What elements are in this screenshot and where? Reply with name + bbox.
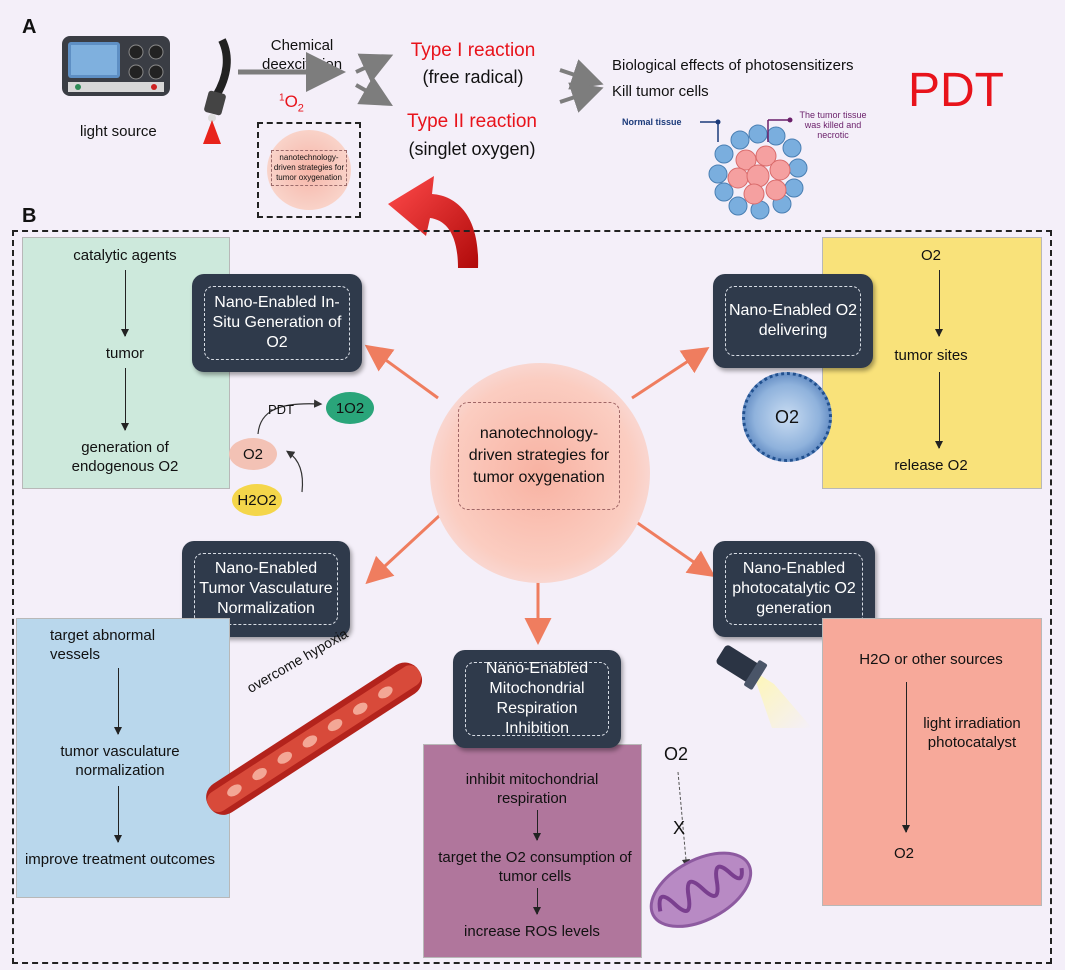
insitu-step3: generation of endogenous O2 [71, 439, 179, 475]
photo-card-label: Nano-Enabled photocatalytic O2 generatio… [725, 553, 863, 625]
bubble-o2: O2 [229, 438, 277, 470]
delivery-arrow1 [935, 270, 943, 337]
insitu-step2: tumor [105, 345, 145, 362]
pdt-label: PDT [908, 64, 1004, 117]
mito-block-mark: X [673, 818, 686, 838]
bubble-singlet-o2: 1O2 [326, 392, 374, 424]
light-source-label: light source [80, 123, 157, 140]
panel-a-arrows [238, 52, 604, 113]
inset-text: nanotechnology-driven strategies for tum… [271, 150, 347, 186]
insitu-cycle-arrows [257, 399, 323, 493]
photo-box [822, 618, 1042, 906]
vasculature-card-label: Nano-Enabled Tumor Vasculature Normaliza… [194, 553, 338, 625]
panel-b-label: B [22, 205, 37, 227]
vasculature-arrow1 [114, 668, 122, 735]
insitu-arrow1 [121, 270, 129, 337]
laser-device-icon [62, 36, 170, 96]
kill-tumor-label: Kill tumor cells [612, 83, 709, 100]
vasculature-step3: improve treatment outcomes [24, 851, 216, 868]
insitu-arrow2 [121, 368, 129, 431]
red-curved-arrow-icon [388, 176, 479, 268]
mito-box [423, 744, 642, 958]
delivery-card[interactable]: Nano-Enabled O2 delivering [713, 274, 873, 368]
delivery-step1: O2 [920, 247, 941, 264]
insitu-card[interactable]: Nano-Enabled In-Situ Generation of O2 [192, 274, 362, 372]
mito-card[interactable]: Nano-Enabled Mitochondrial Respiration I… [453, 650, 621, 748]
vasculature-step2: tumor vasculature normalization [60, 743, 180, 779]
photo-step3: O2 [894, 845, 915, 862]
type2-reaction-sub: (singlet oxygen) [408, 139, 536, 159]
photo-step1: H2O or other sources [859, 651, 1003, 668]
panel-b-frame [12, 230, 1052, 964]
panel-a-label: A [22, 16, 37, 38]
type2-reaction-title: Type II reaction [407, 111, 537, 132]
mito-step1: inhibit mitochondrial respiration [465, 771, 599, 807]
tumor-killed-label: The tumor tissue was killed and necrotic [799, 110, 867, 140]
center-glow [430, 363, 650, 583]
mito-arrow1 [533, 810, 541, 841]
insitu-step1: catalytic agents [73, 247, 177, 264]
o2-carrier-icon: O2 [742, 372, 832, 462]
inset-box: nanotechnology-driven strategies for tum… [257, 122, 361, 218]
delivery-card-label: Nano-Enabled O2 delivering [725, 286, 861, 356]
mito-arrow2 [533, 888, 541, 915]
tumor-tissue-icon [708, 124, 808, 220]
vasculature-step1: target abnormal vessels [50, 627, 156, 663]
mitochondrion-icon [649, 851, 753, 928]
fiber-probe-icon [203, 38, 231, 144]
type1-reaction-sub: (free radical) [422, 67, 524, 87]
vasculature-box [16, 618, 230, 898]
tissue-leader-lines [700, 117, 793, 142]
delivery-step3: release O2 [894, 457, 968, 474]
insitu-pdt-label: PDT [268, 402, 294, 417]
vasculature-arrow2 [114, 786, 122, 843]
type1-reaction-title: Type I reaction [410, 40, 536, 61]
insitu-card-label: Nano-Enabled In-Situ Generation of O2 [204, 286, 350, 360]
bubble-h2o2: H2O2 [232, 484, 282, 516]
blood-vessel-icon [206, 662, 423, 815]
mito-step2: target the O2 consumption of tumor cells [438, 849, 632, 885]
photo-step2: light irradiation photocatalyst [923, 715, 1021, 751]
photo-arrow [902, 682, 910, 833]
bio-effects-label: Biological effects of photosensitizers [612, 57, 854, 74]
singlet-oxygen-label: 1O2 [279, 92, 304, 115]
normal-tissue-label: Normal tissue [622, 117, 682, 127]
delivery-step2: tumor sites [894, 347, 968, 364]
delivery-arrow2 [935, 372, 943, 449]
mito-card-label: Nano-Enabled Mitochondrial Respiration I… [465, 660, 609, 737]
center-label: nanotechnology-driven strategies for tum… [458, 402, 620, 510]
flashlight-icon [716, 645, 812, 728]
mito-step3: increase ROS levels [464, 923, 600, 940]
mito-o2-label: O2 [664, 744, 689, 764]
